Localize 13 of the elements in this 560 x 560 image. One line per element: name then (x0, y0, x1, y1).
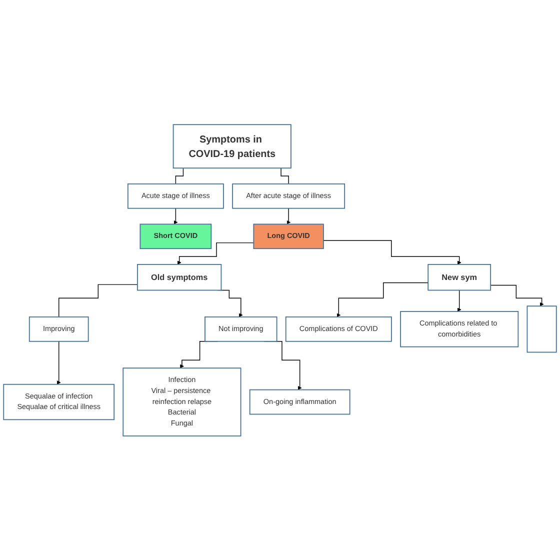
node-box: New sym (428, 264, 492, 290)
arrow (490, 284, 544, 306)
arrow (177, 242, 254, 264)
node-box: Old symptoms (137, 264, 222, 290)
arrow (56, 340, 61, 384)
arrow (174, 208, 178, 224)
arrow (286, 208, 291, 224)
arrow (323, 240, 462, 264)
node-box (526, 305, 557, 352)
arrow (457, 290, 462, 312)
node-box: Symptoms in COVID-19 patients (172, 124, 292, 168)
connector (58, 284, 138, 318)
arrow (336, 282, 428, 317)
